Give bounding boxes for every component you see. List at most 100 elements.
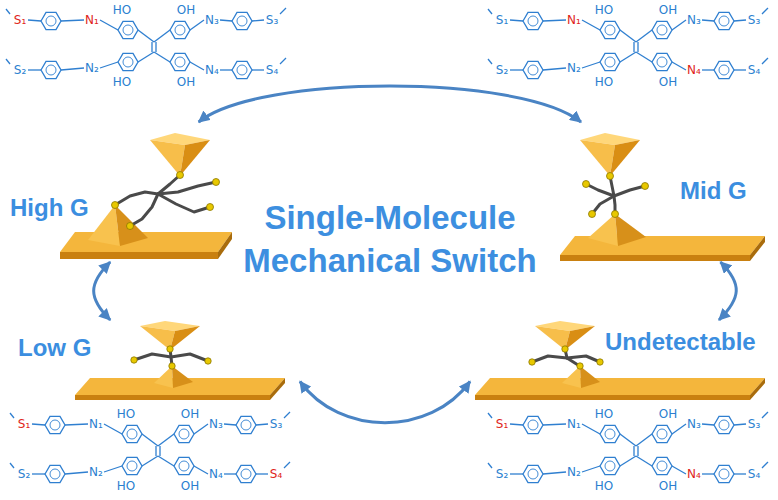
atom-label: N₄ — [687, 63, 701, 77]
chemical-bond — [702, 473, 714, 474]
chemical-bond — [155, 42, 156, 52]
benzene-ring — [122, 457, 142, 474]
gold-electrode-part — [475, 395, 750, 400]
molecule-model-part — [158, 194, 210, 212]
atom-label: OH — [659, 479, 677, 493]
sulfur-atom-part — [177, 172, 184, 179]
benzene-ring — [523, 465, 543, 482]
chemical-bond — [582, 466, 600, 472]
switch-arrow — [199, 86, 581, 122]
chemical-bond — [762, 8, 768, 14]
aromatic-circle — [127, 429, 137, 439]
aromatic-circle — [528, 420, 538, 430]
chemical-bond — [28, 20, 41, 21]
molecule-model — [115, 175, 216, 226]
chemical-bond — [142, 456, 158, 466]
chemical-bond — [10, 413, 14, 418]
chemical-bond — [155, 446, 156, 456]
state-label: Undetectable — [605, 328, 756, 356]
atom-label: S₃ — [270, 417, 282, 431]
aromatic-circle — [175, 25, 185, 35]
structural-formula — [488, 8, 768, 79]
molecule-model-part — [130, 194, 158, 226]
chemical-bond — [190, 62, 204, 70]
chemical-bond — [488, 9, 492, 14]
benzene-ring — [45, 416, 65, 433]
chemical-bond — [636, 52, 652, 62]
benzene-ring — [714, 416, 734, 433]
atom-label: N₄ — [687, 467, 701, 481]
benzene-ring — [600, 21, 620, 38]
aromatic-circle — [46, 65, 56, 75]
atom-label: S₁ — [14, 13, 26, 27]
benzene-ring — [652, 21, 672, 38]
atom-label: S₂ — [496, 63, 508, 77]
chemical-bond — [620, 52, 636, 62]
chemical-bond — [543, 472, 566, 474]
gold-electrode-part — [270, 378, 285, 400]
benzene-ring — [236, 416, 256, 433]
switch-arrow — [94, 262, 111, 320]
gold-electrode-part — [180, 140, 210, 176]
aromatic-circle — [657, 429, 667, 439]
aromatic-circle — [657, 57, 667, 67]
benzene-ring — [170, 53, 190, 70]
chemical-bond — [104, 424, 122, 434]
gold-electrode-part — [565, 326, 595, 350]
atom-label: N₂ — [567, 61, 581, 75]
aromatic-circle — [50, 420, 60, 430]
chemical-bond — [284, 412, 290, 418]
switch-arrow — [300, 382, 470, 423]
atom-label: S₃ — [748, 417, 760, 431]
aromatic-circle — [657, 25, 667, 35]
benzene-ring — [714, 12, 734, 29]
chemical-bond — [636, 456, 652, 466]
atom-label: N₄ — [205, 63, 219, 77]
gold-electrode-part — [750, 236, 765, 261]
chemical-bond — [220, 20, 232, 21]
chemical-bond — [762, 462, 768, 468]
atom-label: OH — [181, 407, 199, 421]
chemical-bond — [138, 52, 154, 62]
benzene-ring — [714, 61, 734, 78]
chemical-bond — [637, 446, 638, 456]
chemical-bond — [702, 69, 714, 70]
gold-electrode — [75, 321, 285, 400]
atom-label: OH — [177, 75, 195, 89]
sulfur-atom-part — [112, 202, 119, 209]
atom-label: HO — [595, 3, 613, 17]
aromatic-circle — [605, 57, 615, 67]
gold-electrode-part — [88, 205, 120, 246]
aromatic-circle — [605, 25, 615, 35]
atom-label: HO — [117, 407, 135, 421]
chemical-bond — [734, 424, 746, 425]
diagram-title: Single-Molecule Mechanical Switch — [235, 196, 545, 282]
benzene-ring — [652, 425, 672, 442]
benzene-ring — [523, 12, 543, 29]
atom-label: OH — [177, 3, 195, 17]
molecule-model-part — [115, 192, 158, 205]
atom-label: S₁ — [496, 417, 508, 431]
atom-label: S₃ — [266, 13, 278, 27]
aromatic-circle — [241, 420, 251, 430]
gold-electrode — [560, 133, 765, 261]
chemical-bond — [762, 58, 768, 64]
gold-electrode-part — [150, 140, 185, 176]
atom-label: S₂ — [18, 467, 30, 481]
gold-electrode-part — [170, 326, 200, 350]
state-panel: Undetectable — [470, 320, 770, 402]
sulfur-atom-part — [597, 359, 603, 365]
chemical-bond — [510, 69, 523, 70]
molecule-model-part — [614, 186, 645, 196]
chemical-bond — [702, 20, 714, 21]
chemical-bond — [159, 446, 160, 456]
chemical-bond — [510, 424, 523, 425]
chemical-bond — [582, 62, 600, 68]
atom-label: N₂ — [85, 61, 99, 75]
chemical-bond — [510, 20, 523, 21]
sulfur-atom — [583, 173, 649, 218]
chemical-bond — [672, 424, 686, 434]
chemical-bond — [104, 466, 122, 472]
benzene-ring — [118, 21, 138, 38]
gold-electrode — [475, 321, 765, 400]
